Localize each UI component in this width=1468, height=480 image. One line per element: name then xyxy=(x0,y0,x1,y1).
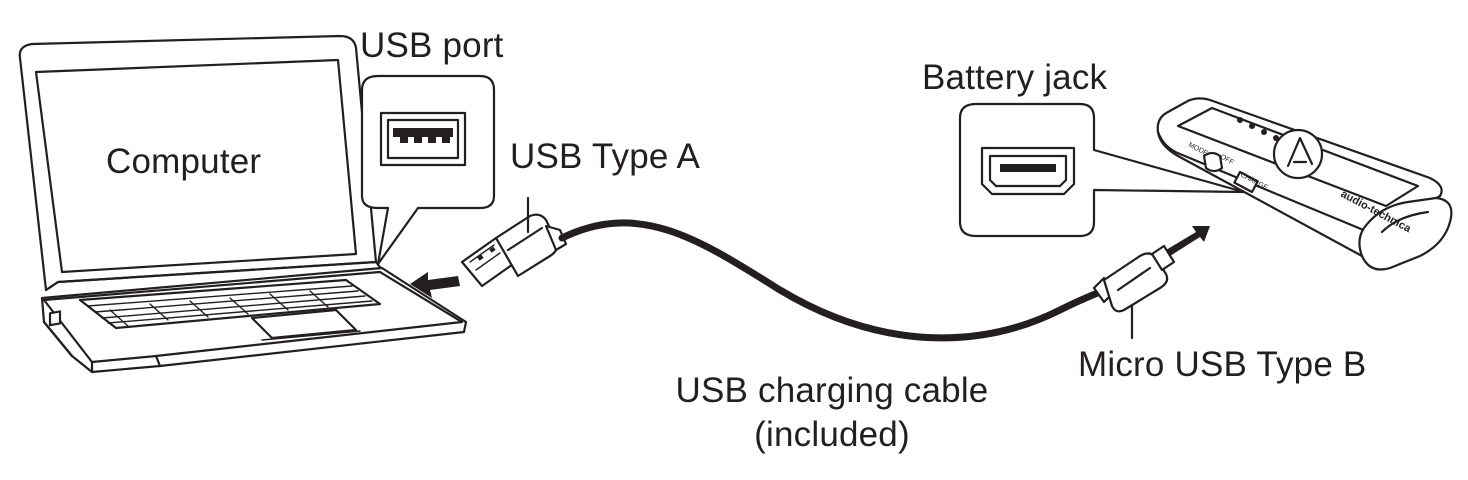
battery-jack-label: Battery jack xyxy=(922,58,1108,97)
audio-technica-logo-icon xyxy=(1272,128,1324,180)
insert-arrow-right-icon xyxy=(1166,226,1210,256)
cable-label-line2: (included) xyxy=(754,415,910,454)
usb-type-a-plug xyxy=(460,213,568,288)
usb-port-label: USB port xyxy=(360,26,504,65)
usb-charging-cable xyxy=(558,219,1104,342)
insert-arrow-left-icon xyxy=(410,272,460,298)
computer-label: Computer xyxy=(106,142,261,181)
battery-device-illustration xyxy=(1156,97,1453,271)
usb-type-a-label: USB Type A xyxy=(510,137,701,176)
battery-jack-callout xyxy=(958,102,1246,238)
cable-label-line1: USB charging cable xyxy=(676,371,989,410)
micro-usb-type-b-plug xyxy=(1092,244,1176,313)
laptop-illustration xyxy=(18,34,468,374)
micro-usb-type-b-label: Micro USB Type B xyxy=(1078,345,1366,384)
usb-port-callout xyxy=(360,74,496,266)
